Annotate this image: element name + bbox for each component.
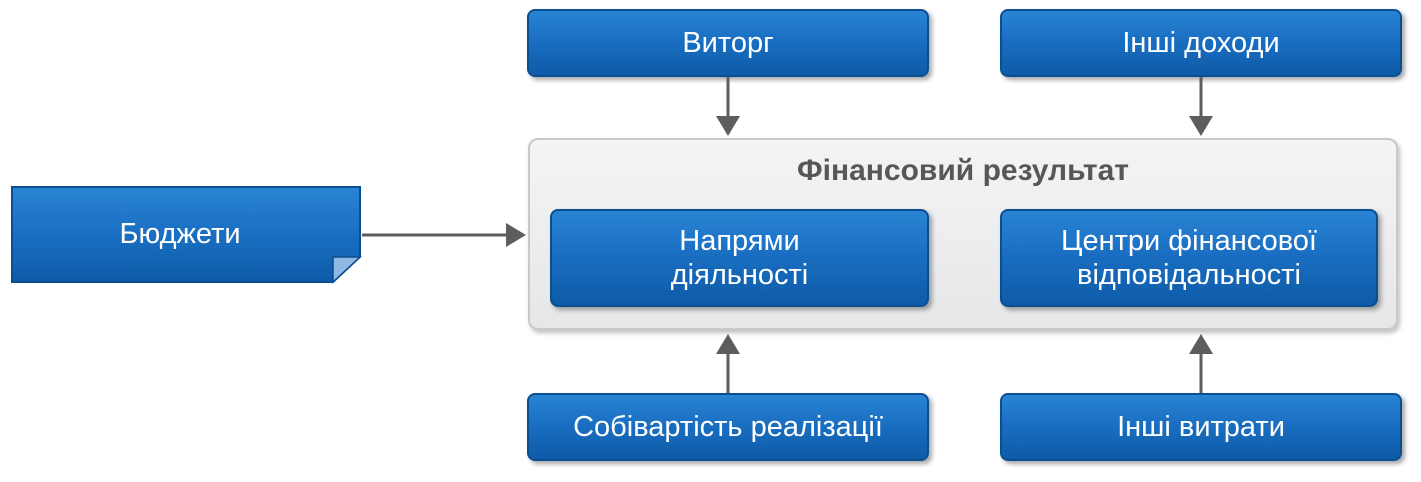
arrowhead-up-icon (716, 334, 740, 354)
activity-lines-label-line2: діяльності (670, 259, 809, 291)
arrowhead-down-icon (716, 116, 740, 136)
arrowhead-down-icon (1189, 116, 1213, 136)
activity-lines-label-line1: Напрями (679, 225, 800, 257)
arrowhead-right-icon (506, 223, 526, 247)
arrowhead-up-icon (1189, 334, 1213, 354)
revenue-box: Виторг (527, 9, 929, 77)
revenue-label: Виторг (682, 27, 774, 59)
activity-lines-box: Напрями діяльності (550, 209, 929, 307)
document-shape-icon (11, 186, 362, 284)
responsibility-centers-label-line1: Центри фінансової (1061, 225, 1317, 257)
other-income-label: Інші доходи (1122, 27, 1280, 59)
responsibility-centers-box: Центри фінансової відповідальності (1000, 209, 1378, 307)
other-income-box: Інші доходи (1000, 9, 1402, 77)
budgets-label: Бюджети (119, 218, 241, 250)
cost-of-sales-label: Собівартість реалізації (573, 411, 883, 443)
cost-of-sales-box: Собівартість реалізації (527, 393, 929, 461)
budgets-document: Бюджети (10, 185, 362, 284)
other-expenses-label: Інші витрати (1117, 411, 1285, 443)
responsibility-centers-label-line2: відповідальності (1077, 259, 1301, 291)
financial-result-title: Фінансовий результат (797, 154, 1129, 187)
other-expenses-box: Інші витрати (1000, 393, 1402, 461)
